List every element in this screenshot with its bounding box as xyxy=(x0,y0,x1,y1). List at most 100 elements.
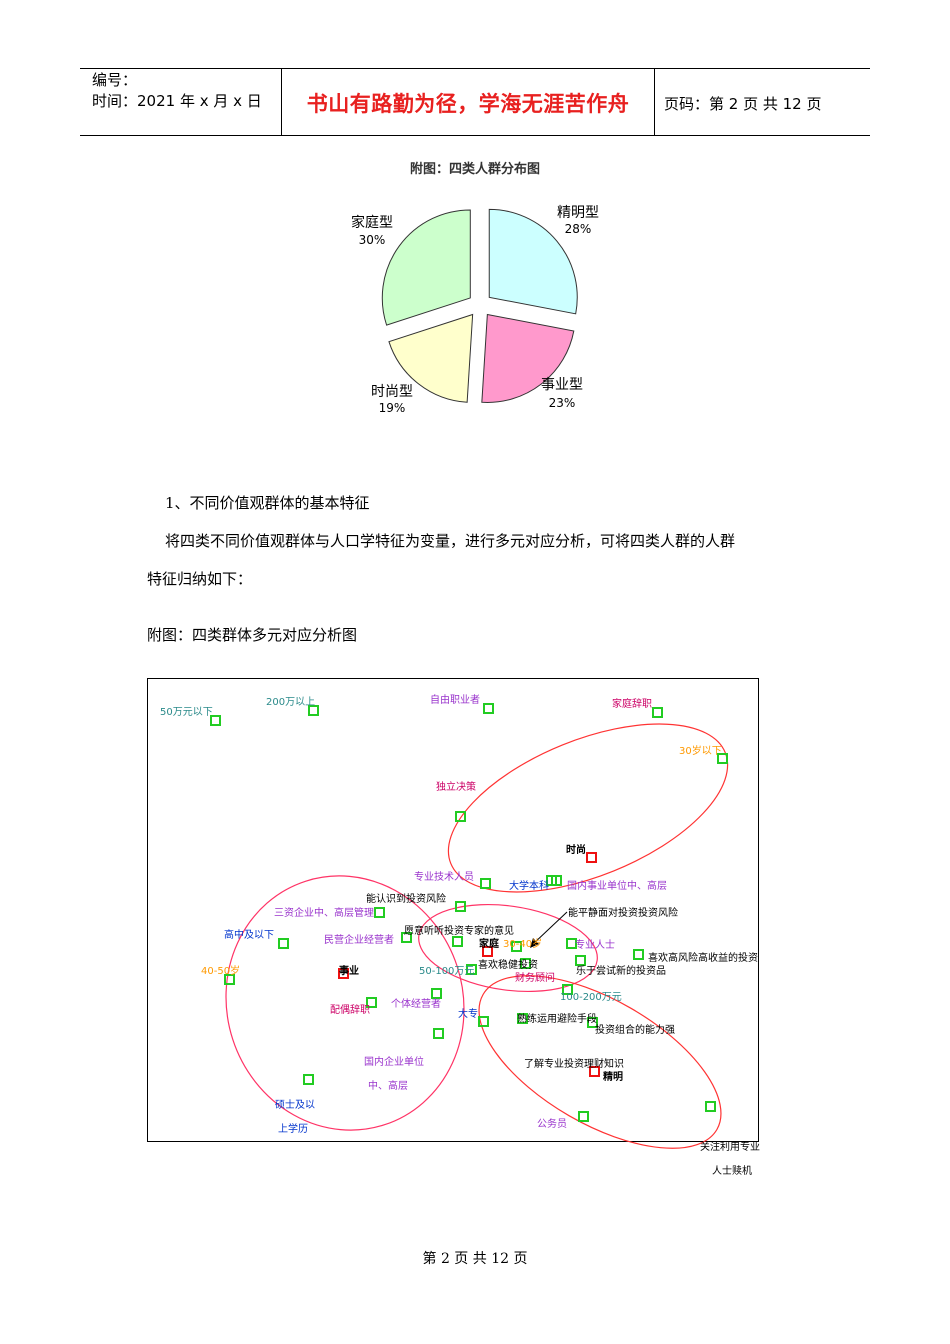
document-time-label: 时间：2021 年 x 月 x 日 xyxy=(92,92,262,110)
marker-50wan-below xyxy=(210,715,221,726)
marker-master xyxy=(303,1074,314,1085)
plot-label-self-employed: 个体经营者 xyxy=(391,999,441,1010)
cluster-ellipse-jiating xyxy=(418,903,598,993)
header-page-info: 页码：第 2 页 共 12 页 xyxy=(664,95,822,113)
marker-domestic-inst xyxy=(551,875,562,886)
plot-label-master-cont: 上学历 xyxy=(278,1124,308,1135)
plot-label-200wan-above: 200万以上 xyxy=(266,697,316,708)
pie-pct-shishang: 19% xyxy=(378,401,406,415)
plot-label-group-shishang: 时尚 xyxy=(566,845,586,856)
plot-label-hedging: 熟练运用避险手段 xyxy=(517,1014,597,1025)
pie-label-shiye: 事业型 xyxy=(541,377,583,393)
marker-new-products xyxy=(575,955,586,966)
plot-label-college: 大专 xyxy=(458,1009,478,1020)
marker-independent xyxy=(455,811,466,822)
plot-label-professional-use: 关注利用专业 xyxy=(700,1142,760,1153)
plot-label-30-40: 30-40岁 xyxy=(503,939,543,950)
figure-caption: 附图：四类群体多元对应分析图 xyxy=(147,626,358,644)
header-top-rule xyxy=(80,68,870,69)
header-divider-2 xyxy=(654,68,655,136)
marker-family-resign xyxy=(652,707,663,718)
pie-slice-2 xyxy=(388,313,474,403)
cluster-ellipse-jingming xyxy=(478,975,722,1149)
marker-200wan-above xyxy=(308,705,319,716)
pie-chart xyxy=(381,208,578,403)
pie-pct-jiating: 30% xyxy=(358,233,386,247)
marker-professional-use xyxy=(705,1101,716,1112)
marker-30-40 xyxy=(511,941,522,952)
plot-label-independent: 独立决策 xyxy=(436,782,476,793)
pie-slice-0 xyxy=(488,208,578,315)
pie-label-jingming: 精明型 xyxy=(557,205,599,221)
plot-label-domestic-ent: 国内企业单位 xyxy=(364,1057,424,1068)
annotation-arrowhead xyxy=(530,938,539,948)
plot-label-professional-tech: 专业技术人员 xyxy=(414,872,474,883)
plot-label-50-100: 50-100万元 xyxy=(419,966,475,977)
pie-slice-3 xyxy=(381,209,471,326)
pie-pct-shiye: 23% xyxy=(548,396,576,410)
plot-label-master: 硕士及以 xyxy=(275,1100,315,1111)
plot-label-domestic-inst: 国内事业单位中、高层 xyxy=(567,881,667,892)
marker-40-50 xyxy=(224,974,235,985)
annotation-arrow xyxy=(531,911,568,946)
marker-high-school xyxy=(278,938,289,949)
plot-label-expert-advice: 愿意听听投资专家的意见 xyxy=(404,926,514,937)
page-footer: 第 2 页 共 12 页 xyxy=(422,1251,528,1267)
marker-private-owner xyxy=(401,932,412,943)
plot-label-high-risk: 喜欢高风险高收益的投资 xyxy=(648,953,758,964)
correspondence-plot-frame xyxy=(147,678,759,1142)
marker-professional-tech xyxy=(480,878,491,889)
plot-label-50wan-below: 50万元以下 xyxy=(160,707,213,718)
plot-label-know-finance: 了解专业投资理财知识 xyxy=(524,1059,624,1070)
plot-label-spouse-resign: 配偶辞职 xyxy=(330,1005,370,1016)
plot-label-bachelor: 大学本科 xyxy=(509,881,549,892)
marker-group-shiye xyxy=(338,968,349,979)
marker-50-100 xyxy=(466,964,477,975)
body-paragraph-line-2: 特征归纳如下： xyxy=(147,570,253,588)
plot-label-portfolio: 投资组合的能力强 xyxy=(595,1025,675,1036)
marker-expert-advice xyxy=(452,936,463,947)
plot-label-professional-use-cont: 人士赎机 xyxy=(712,1166,752,1177)
pie-slice-1 xyxy=(481,313,575,403)
plot-label-mid-high: 中、高层 xyxy=(368,1081,408,1092)
marker-college xyxy=(478,1016,489,1027)
marker-group-jingming xyxy=(589,1066,600,1077)
marker-high-risk xyxy=(633,949,644,960)
plot-label-family-resign: 家庭辞职 xyxy=(612,699,652,710)
marker-self-employed xyxy=(431,988,442,999)
plot-label-civil-servant: 公务员 xyxy=(537,1119,567,1130)
plot-label-group-shiye: 事业 xyxy=(339,966,359,977)
pie-label-jiating: 家庭型 xyxy=(351,215,393,231)
marker-group-shishang xyxy=(586,852,597,863)
marker-domestic-ent xyxy=(433,1028,444,1039)
document-number-label: 编号： xyxy=(92,71,138,89)
marker-group-jiating xyxy=(482,946,493,957)
marker-hedging xyxy=(517,1013,528,1024)
plot-label-high-school: 高中及以下 xyxy=(224,930,274,941)
plot-label-group-jingming: 精明 xyxy=(603,1072,623,1083)
plot-label-group-jiating: 家庭 xyxy=(479,939,499,950)
marker-civil-servant xyxy=(578,1111,589,1122)
marker-freelancer xyxy=(483,703,494,714)
marker-100-200 xyxy=(562,984,573,995)
pie-chart-title: 附图：四类人群分布图 xyxy=(409,162,540,177)
section-heading: 1、不同价值观群体的基本特征 xyxy=(165,494,370,512)
plot-label-private-owner: 民营企业经营者 xyxy=(324,935,394,946)
plot-label-freelancer: 自由职业者 xyxy=(430,695,480,706)
pie-label-shishang: 时尚型 xyxy=(371,384,413,400)
marker-steady xyxy=(520,958,531,969)
plot-label-financial-advisor: 财务顾问 xyxy=(515,973,555,984)
marker-portfolio xyxy=(587,1017,598,1028)
header-motto: 书山有路勤为径，学海无涯苦作舟 xyxy=(306,91,630,116)
marker-prof-people xyxy=(566,938,577,949)
plot-label-steady: 喜欢稳健投资 xyxy=(478,960,538,971)
body-paragraph-line-1: 将四类不同价值观群体与人口学特征为变量，进行多元对应分析，可将四类人群的人群 xyxy=(165,532,736,550)
plot-label-100-200: 100-200万元 xyxy=(560,992,622,1003)
marker-foreign-mgmt xyxy=(374,907,385,918)
plot-label-risk-aware: 能认识到投资风险 xyxy=(366,894,446,905)
plot-label-new-products: 乐于尝试新的投资品 xyxy=(576,966,666,977)
header-bottom-rule xyxy=(80,135,870,136)
marker-risk-aware xyxy=(455,901,466,912)
plot-label-prof-people: 专业人士 xyxy=(575,940,615,951)
